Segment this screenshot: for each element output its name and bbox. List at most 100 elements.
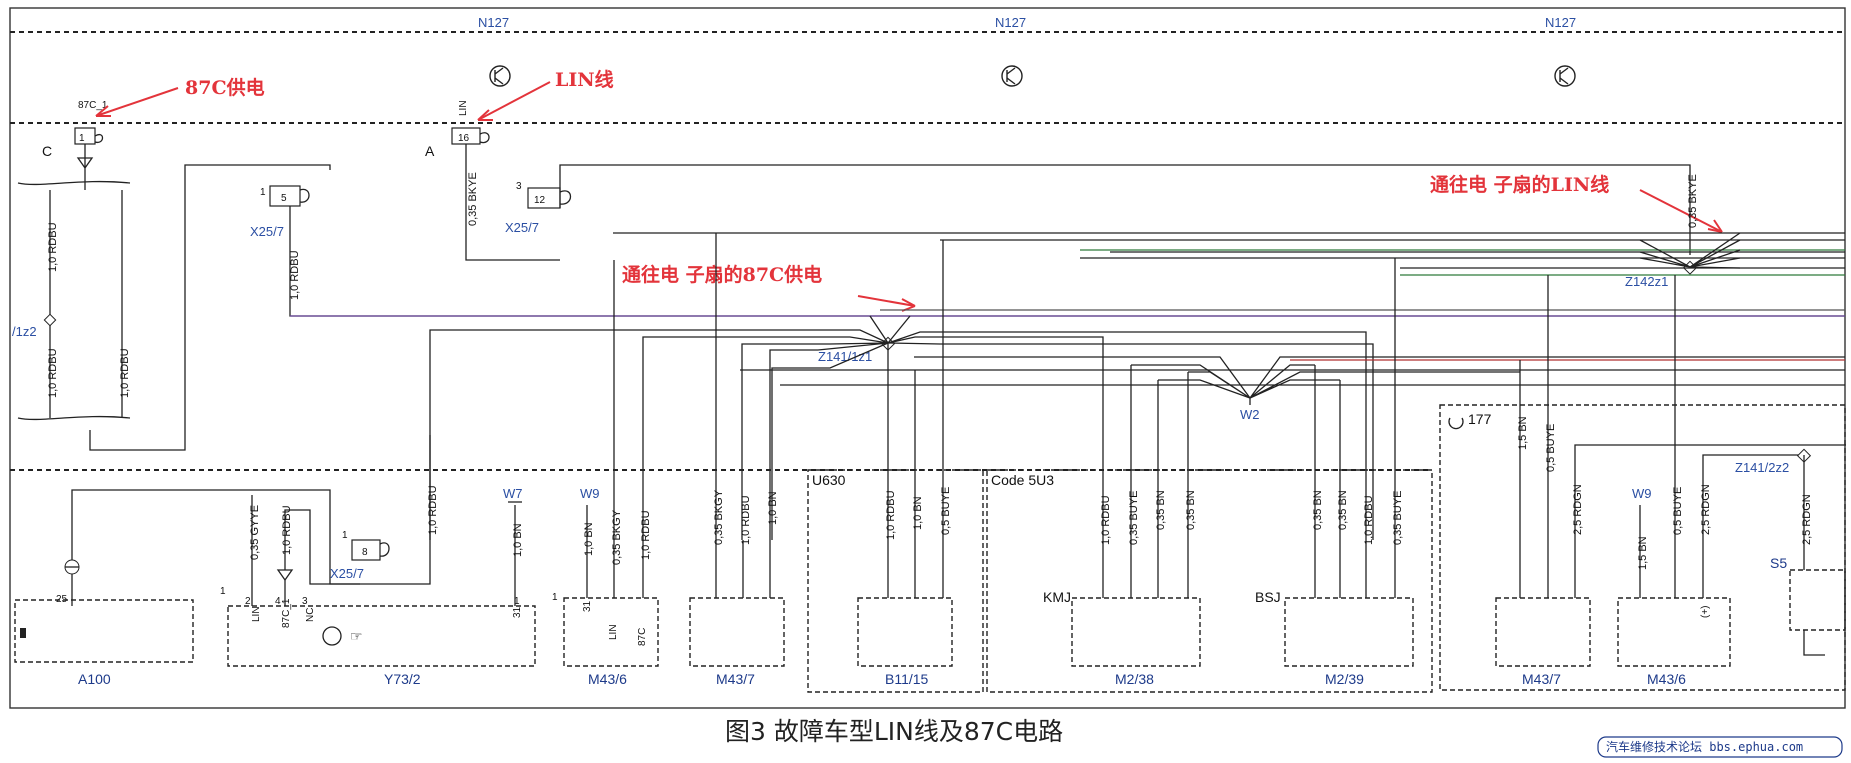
- wire-label-m43-6r-buye: 0,5 BUYE: [1672, 487, 1684, 535]
- wire-label-m43-7-bn: 1,0 BN: [767, 491, 779, 525]
- module-a100-box: [14, 599, 194, 663]
- y73-pin-1b: 1: [514, 596, 520, 607]
- m43-6r-pin-plus: (+): [1700, 606, 1711, 619]
- w2-splice: [914, 356, 1845, 405]
- wire-label-w7-bn: 1,0 BN: [512, 523, 524, 557]
- code-177-label: 177: [1468, 411, 1492, 427]
- transistor-icon: [489, 65, 1576, 87]
- y73-pin-3: 3: [302, 596, 308, 607]
- module-m2-39-label: M2/39: [1325, 671, 1364, 687]
- wire-label-m43-6r-bn: 1,5 BN: [1637, 536, 1649, 570]
- splice-z141-2-label: Z141/2z2: [1735, 460, 1789, 475]
- wire-label-m43-7-bkgy: 0,35 BKGY: [713, 489, 725, 545]
- hand-icon: ☞: [350, 628, 363, 644]
- module-m43-7-right-label: M43/7: [1522, 671, 1561, 687]
- connector-c-pin-name: 87C_1: [78, 100, 108, 111]
- arrow-lin-line: [477, 81, 551, 121]
- wire-label-y73-rdbu-2: 1,0 RDBU: [427, 485, 439, 535]
- m43-6-left-pin-87c: 87C: [637, 628, 648, 646]
- actuator-icon: [322, 626, 342, 646]
- x25-low-label: X25/7: [330, 566, 364, 581]
- y73-pin-2: 2: [245, 596, 251, 607]
- wire-left-loop: [89, 164, 331, 451]
- x25-left-label: X25/7: [250, 224, 284, 239]
- watermark: 汽车维修技术论坛 bbs.ephua.com: [1606, 739, 1803, 754]
- diagram-frame: [9, 7, 1846, 709]
- wire-label-b11-rdbu: 1,0 RDBU: [885, 490, 897, 540]
- wire-label-s5-rdgn: 2,5 RDGN: [1801, 494, 1813, 545]
- x25-left-pin: 5: [281, 193, 287, 204]
- y73-pin-1: 1: [220, 586, 226, 597]
- figure-caption: 图3 故障车型LIN线及87C电路: [725, 717, 1063, 746]
- wire-label-rdbu-x25: 1,0 RDBU: [289, 250, 301, 300]
- module-m43-6-left-box: [563, 597, 659, 667]
- ground-w7-label: W7: [503, 486, 523, 501]
- y73-pin-31: 31: [512, 606, 523, 618]
- arrow-to-fan-87c: [857, 295, 916, 307]
- ground-w9-label: W9: [580, 486, 600, 501]
- wire-label-gyye: 0,35 GYYE: [249, 505, 261, 560]
- wire-label-b11-bn: 1,0 BN: [912, 496, 924, 530]
- wire-label-m43-7r-bn: 1,5 BN: [1517, 416, 1529, 450]
- wire-label-m43-7r-rdgn: 2,5 RDGN: [1572, 484, 1584, 535]
- x25-mid-no: 3: [516, 181, 522, 192]
- m43-6-left-pin-lin: LIN: [608, 624, 619, 640]
- n127-label-3: N127: [1545, 15, 1576, 30]
- wire-label-m43-7r-buye: 0,5 BUYE: [1545, 424, 1557, 472]
- wire-label-m2-38-rdbu: 1,0 RDBU: [1100, 495, 1112, 545]
- module-tag-bsj: BSJ: [1255, 589, 1281, 605]
- module-b11-15-label: B11/15: [885, 671, 929, 687]
- connector-c-coil: [94, 134, 104, 144]
- splice-left: [43, 313, 57, 327]
- wire-lin-a: [465, 144, 560, 261]
- module-m43-6-right-box: [1617, 597, 1731, 667]
- connector-a-pin: 16: [458, 133, 470, 144]
- y73-pin-nc: NC: [305, 608, 316, 622]
- connector-a-coil: [479, 132, 490, 144]
- module-m2-38-box: [1071, 597, 1201, 667]
- n127-label-2: N127: [995, 15, 1026, 30]
- x25-low-box: [351, 539, 381, 561]
- connector-a-label: A: [425, 143, 435, 159]
- wire-label-bkgy: 0,35 BKGY: [611, 509, 623, 565]
- module-m43-6-right-label: M43/6: [1647, 671, 1686, 687]
- wire-label-m43-6r-rdgn: 2,5 RDGN: [1700, 484, 1712, 535]
- wire-label-m2-38-bn-2: 0,35 BN: [1185, 490, 1197, 530]
- wire-label-m43-7-rdbu: 1,0 RDBU: [740, 495, 752, 545]
- module-y73-box: [227, 605, 536, 667]
- annotation-to-fan-lin: 通往电 子扇的LIN线: [1430, 173, 1609, 196]
- module-m43-7-right-box: [1495, 597, 1591, 667]
- module-s5-label: S5: [1770, 555, 1787, 571]
- y73-pin-lin: LIN: [251, 606, 262, 622]
- section-code-5u3-label: Code 5U3: [991, 472, 1054, 488]
- module-m2-38-label: M2/38: [1115, 671, 1154, 687]
- wire-label-m43-6-bn: 1,0 BN: [583, 522, 595, 556]
- connector-a-pin-name: LIN: [458, 100, 469, 116]
- section-u630: [807, 469, 984, 693]
- annotation-to-fan-87c: 通往电 子扇的87C供电: [622, 263, 822, 286]
- m43-6-left-pin-31: 31: [582, 600, 593, 612]
- wire-label-m2-39-buye: 0,35 BUYE: [1392, 491, 1404, 545]
- watermark-box: [1597, 736, 1843, 758]
- section-177: [1439, 404, 1846, 691]
- wire-label-left-1: 1,0 RDBU: [47, 222, 59, 272]
- connector-c-pin: 1: [79, 133, 85, 144]
- annotation-87c-supply: 87C供电: [185, 76, 265, 99]
- connector-c-wire: [76, 144, 94, 190]
- module-m43-7-left-box: [689, 597, 785, 667]
- wire-label-m2-39-rdbu: 1,0 RDBU: [1363, 495, 1375, 545]
- section-code-5u3: [986, 469, 1433, 693]
- wire-label-m2-38-bn: 0,35 BN: [1155, 490, 1167, 530]
- module-a100-label: A100: [78, 671, 111, 687]
- wire-label-m2-39-bn: 0,35 BN: [1312, 490, 1324, 530]
- splice-z142-label: Z142z1: [1625, 274, 1668, 289]
- y73-pin-4: 4: [275, 596, 281, 607]
- module-tag-kmj: KMJ: [1043, 589, 1071, 605]
- annotation-lin-line: LIN线: [555, 68, 614, 91]
- section-u630-label: U630: [812, 472, 846, 488]
- x25-low-pin: 8: [362, 547, 368, 558]
- x25-low-no: 1: [342, 530, 348, 541]
- wire-label-bkye-z142: 0,35 BKYE: [1687, 174, 1699, 228]
- wire-label-m2-39-bn-2: 0,35 BN: [1337, 490, 1349, 530]
